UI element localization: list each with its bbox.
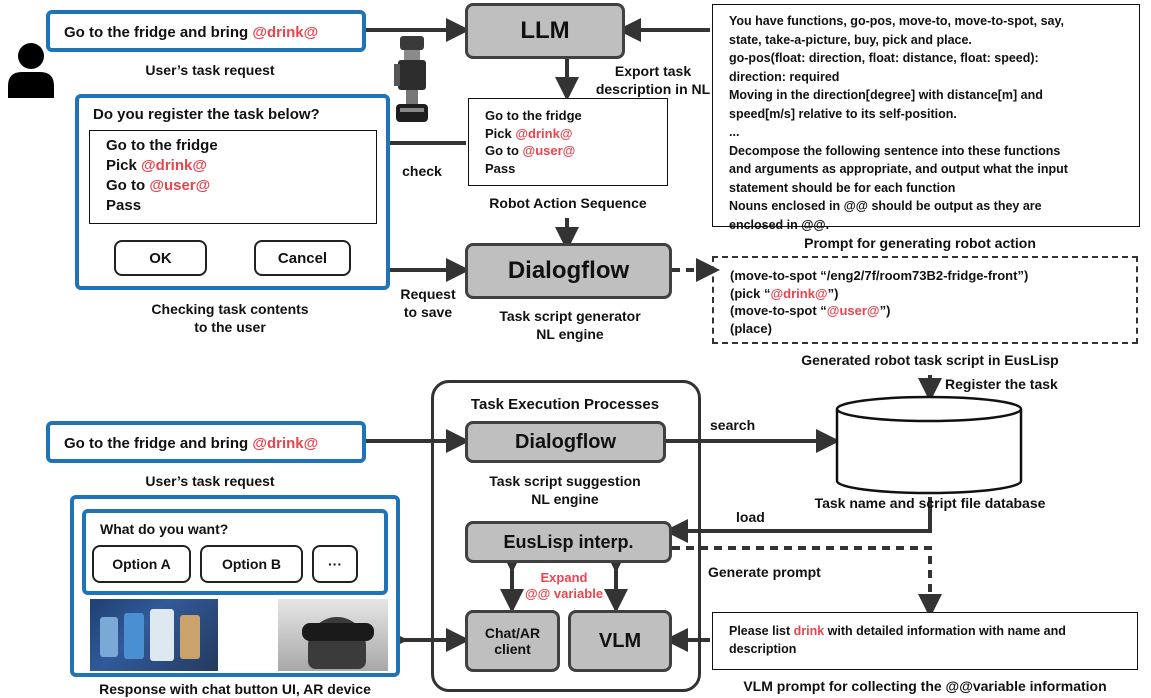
dialogflow-suggestion-caption: Task script suggestion NL engine (489, 473, 641, 507)
llm-prompt-box: You have functions, go-pos, move-to, mov… (712, 4, 1140, 232)
request-save-label: Request to save (400, 286, 456, 320)
generated-script-box: (move-to-spot “/eng2/7f/room73B2-fridge-… (712, 256, 1138, 344)
dialog-line-2: Pick @drink@ (106, 157, 207, 174)
vlm-prompt-line-1: Please list drink with detailed informat… (729, 624, 1066, 638)
ok-button[interactable]: OK (114, 240, 207, 276)
ar-view-image (90, 599, 218, 671)
top-request-box[interactable]: Go to the fridge and bring @drink@ (46, 10, 366, 52)
chat-ar-client-box: Chat/AR client (465, 610, 560, 672)
chat-ui-title: What do you want? (100, 521, 229, 537)
export-caption: Export task description in NL (595, 63, 711, 97)
database-caption: Task name and script file database (814, 495, 1046, 511)
prompt-line: state, take-a-picture, buy, pick and pla… (729, 32, 972, 47)
request-text: Go to the fridge and bring (64, 24, 253, 41)
generate-prompt-label: Generate prompt (708, 564, 821, 580)
register-caption: Register the task (945, 376, 1058, 392)
expand-variable-label: Expand @@ variable (524, 570, 604, 601)
ar-device-photo (278, 599, 388, 671)
chat-ar-client-label: Chat/AR client (484, 625, 541, 657)
euslisp-interp-box: EusLisp interp. (465, 521, 672, 563)
vlm-label: VLM (598, 629, 642, 652)
prompt-caption: Prompt for generating robot action (804, 235, 1036, 251)
option-b-button[interactable]: Option B (200, 545, 303, 583)
robot-image (392, 36, 432, 124)
llm-box: LLM (465, 3, 625, 59)
execution-panel-title: Task Execution Processes (470, 396, 660, 413)
prompt-line: You have functions, go-pos, move-to, mov… (729, 14, 1064, 28)
action-sequence-box: Go to the fridge Pick @drink@ Go to @use… (468, 98, 668, 186)
dialog-caption: Checking task contents to the user (151, 301, 309, 335)
check-label: check (402, 163, 442, 179)
dialogflow-generator-label: Dialogflow (507, 257, 630, 284)
top-request-caption: User’s task request (145, 62, 275, 78)
prompt-line: speed[m/s] relative to its self-position… (729, 106, 957, 121)
dialog-line-4: Pass (106, 197, 142, 214)
vlm-prompt-caption: VLM prompt for collecting the @@variable… (743, 678, 1107, 694)
dialogflow-suggestion-label: Dialogflow (514, 430, 617, 453)
dialog-line-3: Go to @user@ (106, 177, 211, 194)
script-caption: Generated robot task script in EusLisp (801, 352, 1059, 368)
dialogflow-suggestion-box: Dialogflow (465, 421, 666, 463)
euslisp-interp-label: EusLisp interp. (503, 531, 634, 552)
prompt-line: Moving in the direction[degree] with dis… (729, 88, 1043, 102)
prompt-line: Decompose the following sentence into th… (729, 143, 1061, 158)
cancel-button[interactable]: Cancel (254, 240, 351, 276)
dialog-line-1: Go to the fridge (106, 137, 218, 154)
prompt-line: ... (729, 125, 740, 139)
bottom-request-caption: User’s task request (145, 473, 275, 489)
vlm-box: VLM (568, 610, 672, 672)
response-panel: What do you want? Option A Option B ··· (70, 495, 400, 677)
response-caption: Response with chat button UI, AR device (99, 681, 371, 697)
database-icon (834, 395, 1024, 495)
bottom-request-variable: @drink@ (252, 435, 319, 452)
user-icon (6, 40, 56, 98)
more-options-button[interactable]: ··· (312, 545, 358, 583)
bottom-request-box[interactable]: Go to the fridge and bring @drink@ (46, 421, 366, 463)
sequence-caption: Robot Action Sequence (489, 195, 647, 211)
sequence-line-1: Go to the fridge (485, 108, 582, 123)
sequence-line-4: Pass (485, 160, 516, 176)
confirm-dialog: Do you register the task below? Go to th… (75, 94, 390, 290)
prompt-line: statement should be for each function (729, 180, 956, 195)
prompt-lines: You have functions, go-pos, move-to, mov… (729, 12, 1131, 234)
search-label: search (710, 417, 756, 433)
prompt-line: Nouns enclosed in @@ should be output as… (729, 199, 1042, 213)
dialog-title: Do you register the task below? (93, 106, 320, 123)
request-variable: @drink@ (252, 24, 319, 41)
script-line-4: (place) (730, 320, 772, 336)
sequence-line-3: Go to @user@ (485, 143, 576, 158)
prompt-line: and arguments as appropriate, and output… (729, 162, 1068, 176)
dialogflow-generator-box: Dialogflow (465, 243, 672, 299)
load-label: load (736, 509, 765, 525)
prompt-line: direction: required (729, 69, 840, 84)
option-a-button[interactable]: Option A (92, 545, 191, 583)
dialog-task-list: Go to the fridge Pick @drink@ Go to @use… (89, 130, 377, 224)
dialogflow-generator-caption: Task script generator NL engine (499, 308, 641, 342)
chat-button-ui: What do you want? Option A Option B ··· (82, 509, 388, 595)
script-line-3: (move-to-spot “@user@”) (730, 303, 891, 318)
vlm-prompt-box: Please list drink with detailed informat… (712, 612, 1138, 670)
execution-panel (431, 380, 701, 692)
prompt-line: enclosed in @@. (729, 217, 830, 232)
prompt-line: go-pos(float: direction, float: distance… (729, 51, 1039, 65)
script-line-1: (move-to-spot “/eng2/7f/room73B2-fridge-… (730, 268, 1029, 283)
sequence-line-2: Pick @drink@ (485, 125, 573, 141)
bottom-request-text: Go to the fridge and bring (64, 435, 253, 452)
llm-label: LLM (520, 17, 570, 44)
script-line-2: (pick “@drink@”) (730, 285, 839, 301)
vlm-prompt-line-2: description (729, 642, 797, 656)
